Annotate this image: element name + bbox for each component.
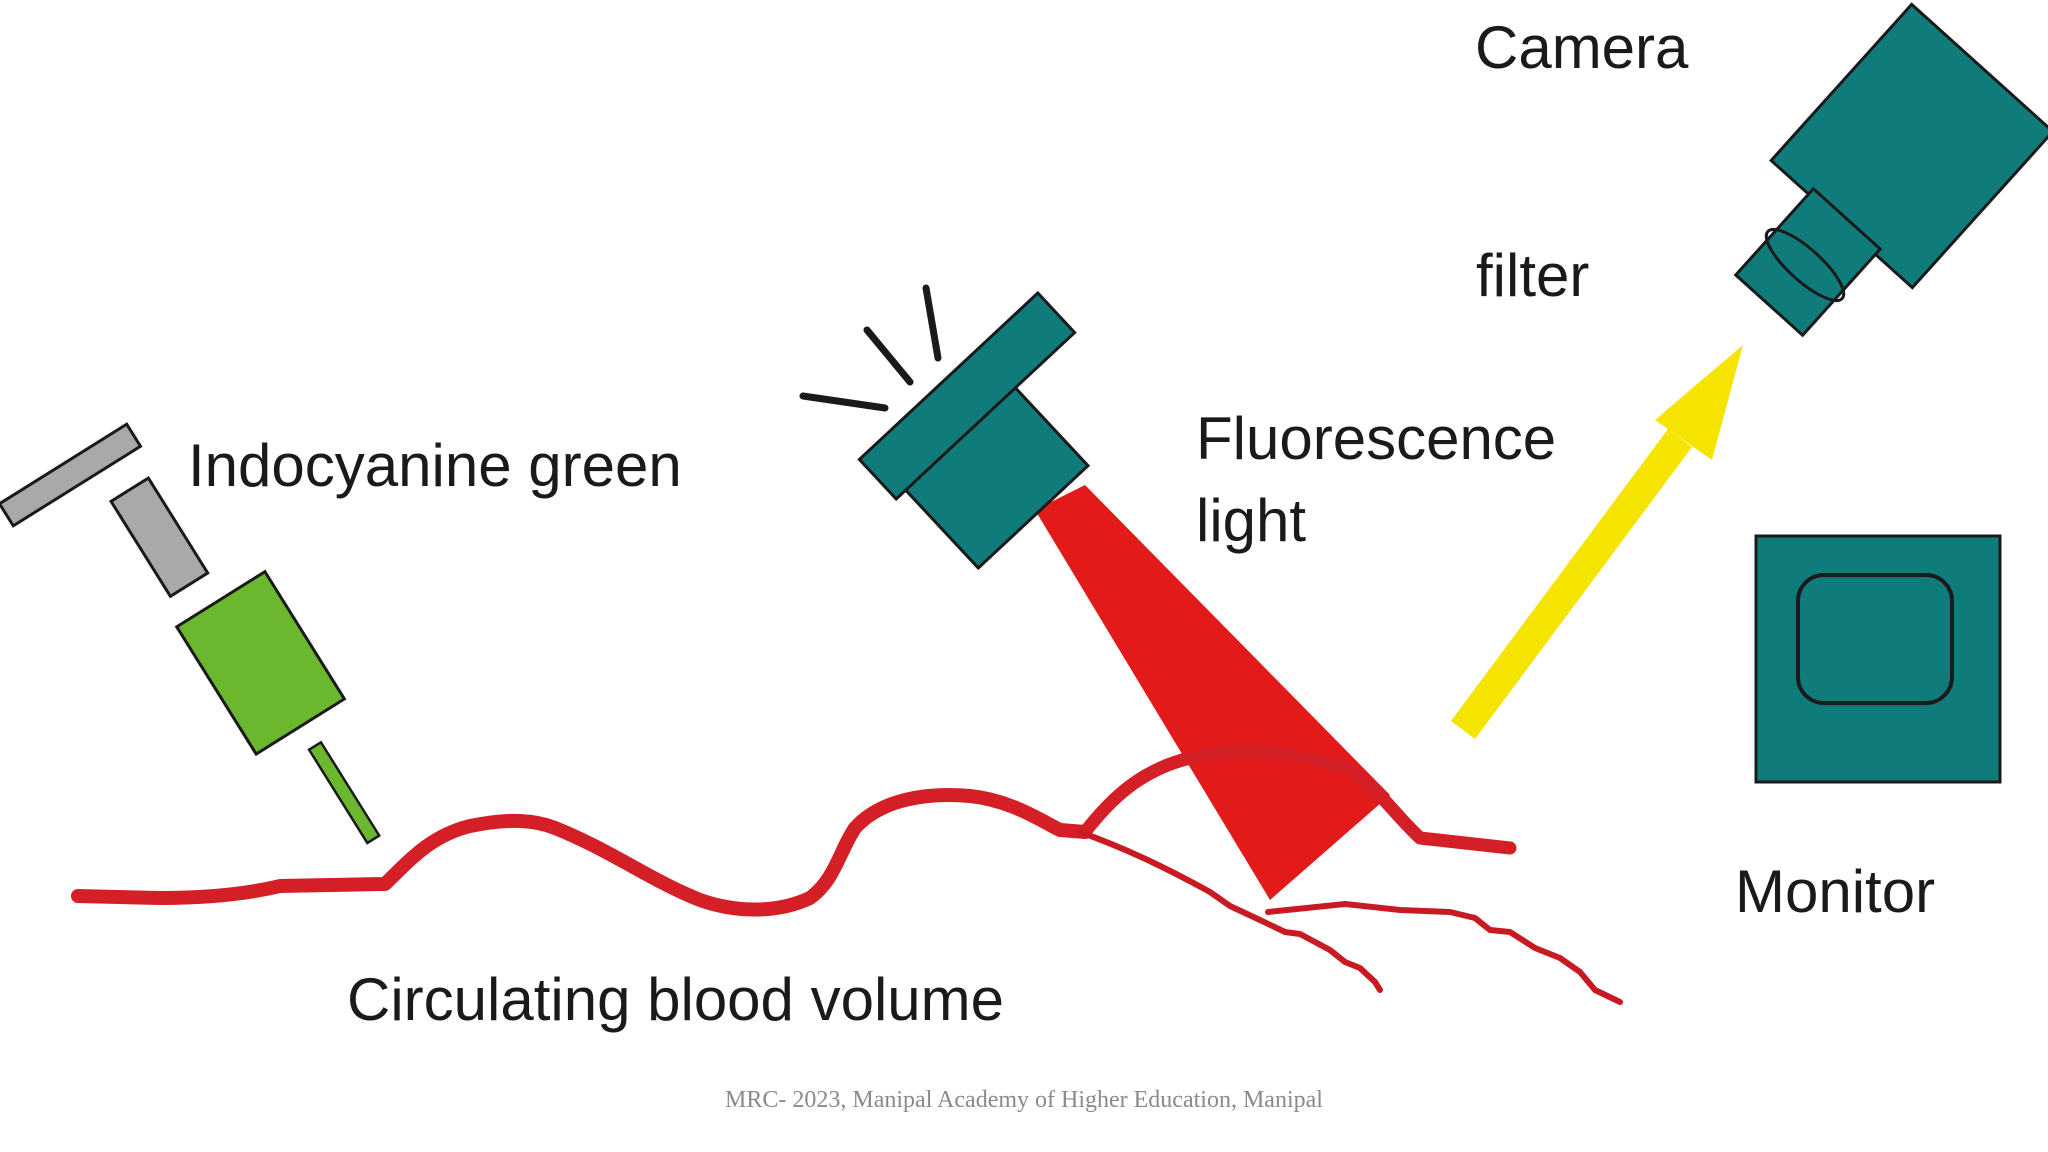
emission-arrow-icon [1450,345,1743,739]
blood-vessel-main [71,788,1092,917]
light-ray [863,326,914,386]
footer-credit: MRC- 2023, Manipal Academy of Higher Edu… [725,1087,1323,1113]
fluorescence-lamp-icon [799,284,1091,571]
monitor-icon [1754,534,2002,784]
indocyanine-green-label: Indocyanine green [188,432,682,499]
camera-label: Camera [1475,14,1689,81]
light-ray [922,284,942,362]
blood-vessel-capillary-left [1077,829,1383,993]
fluorescence-label-line1: Fluorescence [1196,405,1557,472]
circulating-blood-label: Circulating blood volume [347,966,1005,1033]
blood-vessel-capillary-right [1265,901,1623,1005]
filter-lens-icon [1733,186,1883,338]
blood-vessel-upper-branch [1078,744,1517,855]
monitor-screen [1796,573,1954,705]
fluorescence-light-label: Fluorescence light [1196,398,1556,562]
light-ray [799,392,889,412]
monitor-label: Monitor [1735,858,1936,925]
filter-label: filter [1476,242,1590,309]
fluorescence-label-line2: light [1196,487,1307,554]
syringe-icon [0,422,381,845]
excitation-beam [1035,485,1390,900]
